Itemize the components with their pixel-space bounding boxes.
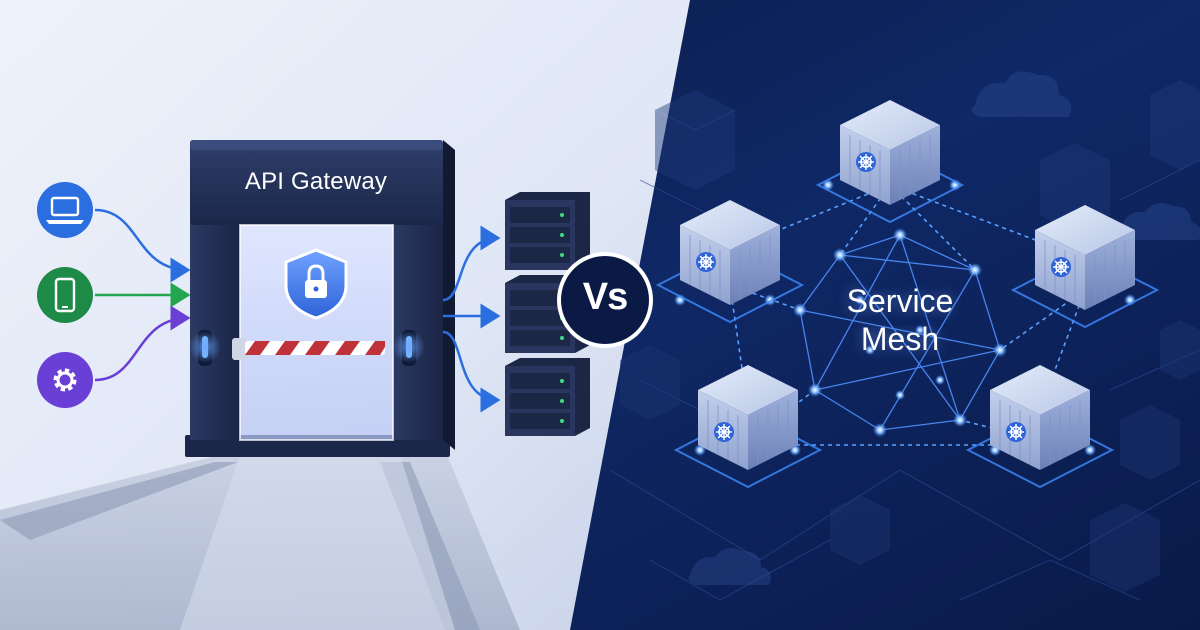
mesh-container-left [655,200,805,324]
kubernetes-helm-icon [696,252,716,272]
laptop-icon [46,196,84,224]
arrow-laptop-to-gateway [94,208,191,283]
vs-badge [557,252,653,348]
mesh-grid [609,159,1200,601]
backend-server-3 [505,358,590,436]
client-service [37,352,93,408]
shield-lock-icon [284,248,348,320]
client-laptop [37,182,93,238]
kubernetes-helm-icon [1006,422,1026,442]
backend-server-1 [505,192,590,270]
client-smartphone [37,267,93,323]
gateway-barrier [232,338,385,360]
gear-icon [53,368,77,392]
service-mesh-title-line1: Service [846,283,954,319]
gateway-top-beam [190,140,443,225]
mesh-container-bottom-right [965,365,1115,489]
background-servers [620,71,1200,592]
kubernetes-helm-icon [1051,257,1071,277]
mesh-container-bottom-left [673,365,823,489]
gateway-title: API Gateway [244,168,388,195]
mesh-container-right [1010,205,1160,329]
smartphone-icon [54,277,76,313]
mesh-container-top [815,100,965,224]
arrow-gateway-to-server-1 [442,225,501,302]
mesh-web [799,234,1001,431]
service-mesh-title: Service Mesh [800,282,1000,358]
gateway-arch [185,140,455,457]
vs-label: Vs [582,276,628,318]
arrow-gateway-to-server-3 [442,330,501,413]
kubernetes-helm-icon [856,152,876,172]
gateway-right-pillar [393,215,443,440]
arrow-service-to-gateway [94,305,191,382]
gateway-left-pillar [190,215,240,440]
kubernetes-helm-icon [714,422,734,442]
service-mesh-title-line2: Mesh [860,321,940,357]
